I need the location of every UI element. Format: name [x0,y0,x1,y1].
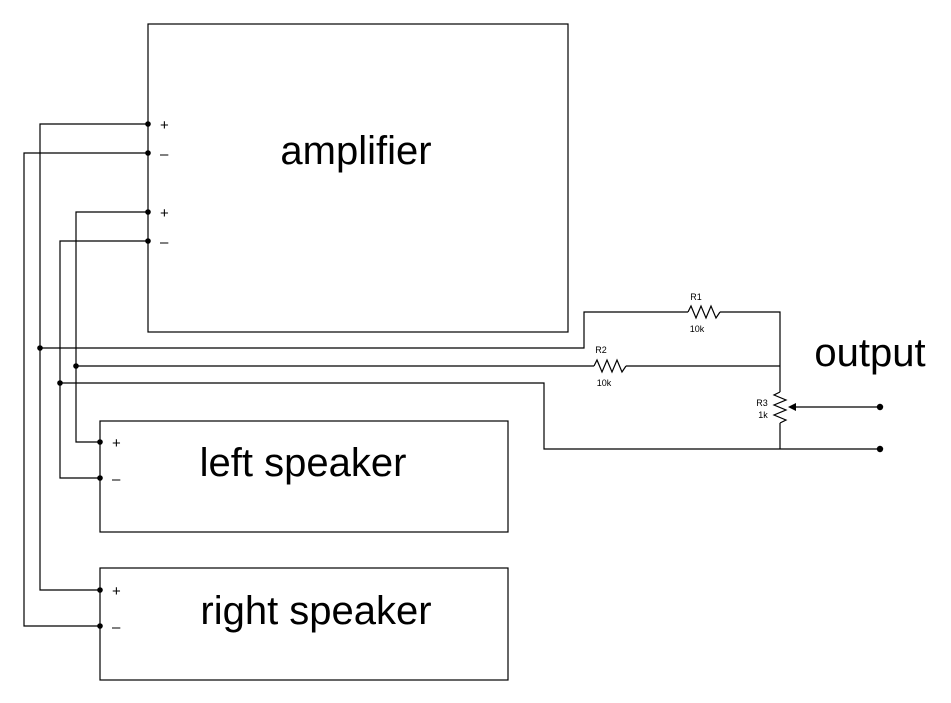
junction-dot [37,345,43,351]
r3-ref: R3 [756,398,768,408]
junction-dot [97,439,103,445]
wire-ground [60,382,880,450]
r2-ref: R2 [595,345,607,355]
junction-dot [145,238,151,244]
amp-left-minus-sign: – [160,234,169,251]
left-speaker-label: left speaker [200,441,407,485]
junction-dot [97,587,103,593]
amplifier-label: amplifier [280,129,431,173]
amplifier-box [147,23,569,333]
wire-right-minus [23,152,148,627]
amp-left-plus-sign: + [160,205,169,222]
resistor-r2 [593,358,627,374]
amp-right-minus-sign: – [160,146,169,163]
output-terminal-ground [876,445,884,453]
junction-dot [97,475,103,481]
resistor-r3 [772,391,788,424]
output-terminal-signal [876,403,884,411]
junction-dot [145,121,151,127]
left-speaker-minus-sign: – [112,471,121,488]
right-speaker-plus-sign: + [112,583,121,600]
wiper-arrow-icon [788,403,796,411]
r1-ref: R1 [690,292,702,302]
output-label: output [814,331,925,375]
r1-value: 10k [690,324,705,334]
right-speaker-minus-sign: – [112,619,121,636]
wire-r1-out [720,311,781,392]
resistor-r1 [687,304,721,320]
wire-left-minus [59,240,148,479]
junction-dot [73,363,79,369]
left-speaker-plus-sign: + [112,435,121,452]
junction-dot [145,150,151,156]
junction-dot [97,623,103,629]
amp-right-plus-sign: + [160,117,169,134]
right-speaker-label: right speaker [200,589,431,633]
wire-r1-feed [40,311,688,349]
wire-right-plus [39,123,148,591]
wire-left-plus [75,211,148,443]
r2-value: 10k [597,378,612,388]
junction-dot [57,380,63,386]
junction-dot [145,209,151,215]
r3-value: 1k [758,410,768,420]
